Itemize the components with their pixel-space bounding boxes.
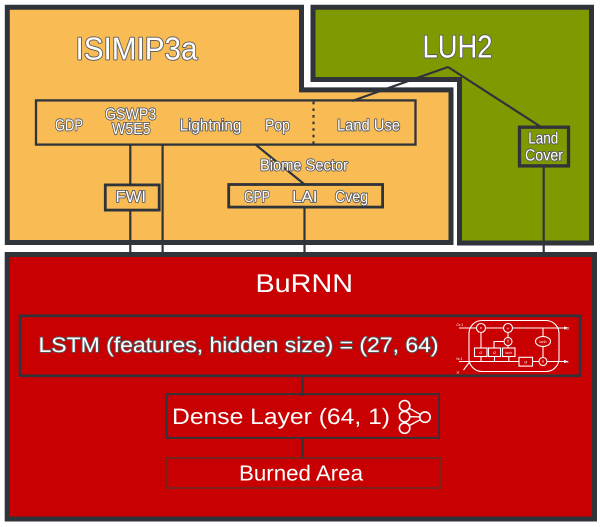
- svg-text:Dense Layer (64, 1): Dense Layer (64, 1): [172, 404, 390, 429]
- svg-text:W5E5: W5E5: [112, 120, 151, 138]
- svg-text:BuRNN: BuRNN: [256, 270, 354, 298]
- svg-text:tanh: tanh: [540, 340, 547, 344]
- svg-text:×: ×: [542, 359, 545, 364]
- svg-text:Cveg: Cveg: [335, 188, 368, 206]
- svg-text:LUH2: LUH2: [423, 29, 493, 65]
- svg-text:ht: ht: [566, 360, 569, 364]
- svg-text:tanh: tanh: [505, 351, 512, 355]
- svg-text:Land: Land: [528, 130, 558, 148]
- svg-text:GDP: GDP: [55, 117, 83, 135]
- svg-text:Pop: Pop: [265, 117, 290, 135]
- svg-text:+: +: [507, 326, 510, 331]
- svg-text:Land Use: Land Use: [337, 117, 400, 135]
- svg-text:GPP: GPP: [244, 188, 270, 206]
- svg-text:Biome Sector: Biome Sector: [260, 157, 349, 175]
- svg-text:σ: σ: [524, 360, 527, 365]
- svg-text:Ct: Ct: [566, 327, 570, 331]
- svg-text:LSTM (features, hidden size) =: LSTM (features, hidden size) = (27, 64): [39, 334, 439, 357]
- svg-text:σ: σ: [479, 350, 482, 355]
- svg-text:σ: σ: [493, 350, 496, 355]
- svg-text:ht-1: ht-1: [457, 357, 463, 361]
- svg-text:FWI: FWI: [116, 188, 147, 206]
- svg-text:T: T: [507, 339, 510, 344]
- svg-text:xt: xt: [457, 371, 460, 375]
- svg-text:ISIMIP3a: ISIMIP3a: [76, 30, 198, 66]
- svg-text:Ct-1: Ct-1: [457, 323, 464, 327]
- svg-text:Cover: Cover: [525, 146, 564, 164]
- svg-text:GSWP3: GSWP3: [105, 106, 156, 124]
- svg-text:Burned Area: Burned Area: [239, 461, 364, 486]
- svg-text:Lightning: Lightning: [180, 117, 242, 135]
- svg-text:×: ×: [480, 326, 483, 331]
- svg-text:LAI: LAI: [292, 188, 317, 206]
